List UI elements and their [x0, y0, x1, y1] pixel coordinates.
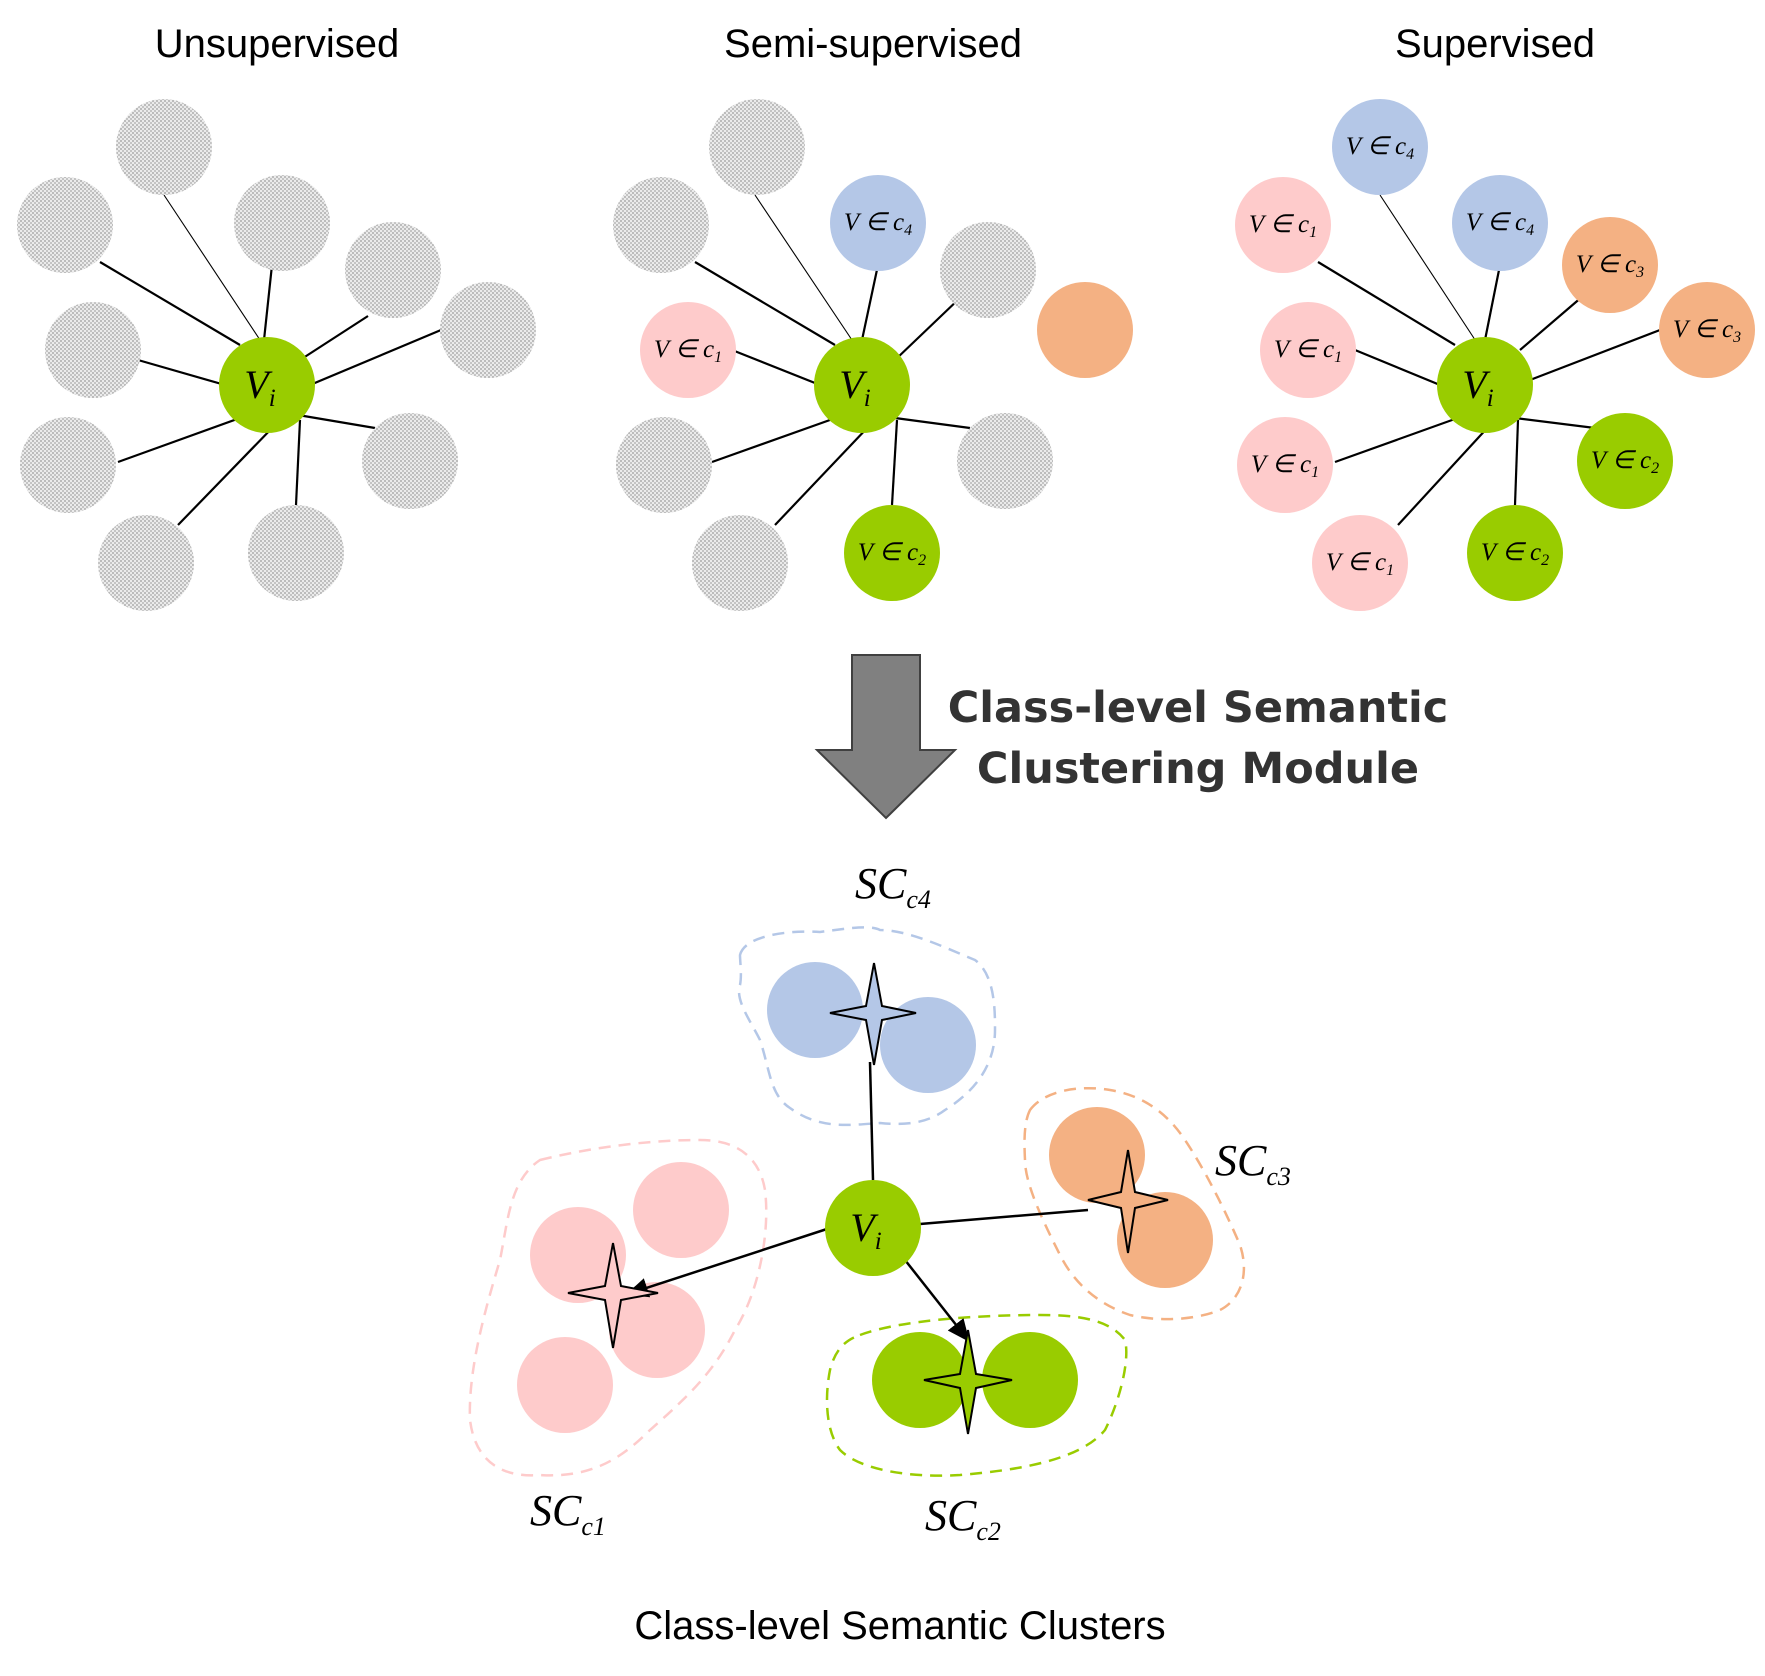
node-class-c3: [1562, 217, 1658, 313]
edge-to-centroid-c3: [919, 1208, 1089, 1226]
node-class-c4-label: V ∈ c4: [844, 209, 912, 239]
supervised-title: Supervised: [1395, 22, 1595, 66]
unlabeled-node: [98, 515, 194, 611]
unlabeled-node: [613, 177, 709, 273]
cluster-node-c1: [517, 1337, 613, 1433]
cluster-label-c4: SCc4: [855, 859, 931, 914]
node-class-c1: [1235, 177, 1331, 273]
centroid-star-c1-icon: [567, 1242, 659, 1349]
down-arrow-icon: [814, 654, 958, 820]
node-class-c2: [844, 505, 940, 601]
center-node-label: Vi: [1462, 362, 1493, 412]
node-class-c1: [1260, 302, 1356, 398]
node-class-c3-unlinked: [1037, 282, 1133, 378]
cluster-node-c1: [530, 1207, 626, 1303]
cluster-boundary-c4: [737, 926, 997, 1127]
node-class-c4: [1452, 175, 1548, 271]
cluster-boundary-c1: [468, 1138, 768, 1477]
cluster-node-c2: [982, 1332, 1078, 1428]
unlabeled-node: [248, 505, 344, 601]
unlabeled-node: [692, 515, 788, 611]
unlabeled-node: [345, 222, 441, 318]
cluster-label-c3: SCc3: [1215, 1136, 1291, 1191]
center-node: [219, 337, 315, 433]
cluster-node-c4: [880, 997, 976, 1093]
center-node: [814, 337, 910, 433]
node-class-c1: [1237, 417, 1333, 513]
semi-supervised-graph: V ∈ c4 V ∈ c1 V ∈ c2 Vi: [613, 99, 1133, 611]
node-class-c1: [640, 302, 736, 398]
cluster-node-c1: [609, 1282, 705, 1378]
cluster-node-c3: [1117, 1192, 1213, 1288]
node-class-c3-label: V ∈ c3: [1576, 251, 1644, 281]
cluster-node-c2: [872, 1332, 968, 1428]
semi-supervised-title: Semi-supervised: [724, 22, 1022, 66]
node-class-c1-label: V ∈ c1: [1251, 451, 1319, 481]
cluster-label-c2: SCc2: [925, 1491, 1001, 1546]
cluster-node-c4: [767, 962, 863, 1058]
center-node: [1437, 337, 1533, 433]
unlabeled-node: [116, 99, 212, 195]
cluster-node-c3: [1049, 1107, 1145, 1203]
node-class-c2: [1467, 505, 1563, 601]
centroid-star-c2-icon: [923, 1329, 1013, 1435]
unlabeled-node: [45, 302, 141, 398]
center-node-label: Vi: [850, 1205, 881, 1255]
semantic-clusters: Vi SCc4 SCc3 SCc1 SCc2: [468, 859, 1291, 1546]
cluster-label-c1: SCc1: [530, 1486, 606, 1541]
supervised-graph: V ∈ c4 V ∈ c1 V ∈ c4 V ∈ c3 V ∈ c1 V ∈ c…: [1235, 99, 1755, 611]
unlabeled-node: [234, 175, 330, 271]
unlabeled-node: [17, 177, 113, 273]
node-class-c2-label: V ∈ c2: [858, 539, 926, 569]
unlabeled-node: [20, 417, 116, 513]
edge-to-centroid-c2: [904, 1259, 970, 1342]
centroid-star-c4-icon: [829, 962, 917, 1066]
center-node-label: Vi: [839, 362, 870, 412]
unlabeled-node: [957, 413, 1053, 509]
figure-caption: Class-level Semantic Clusters: [634, 1604, 1165, 1648]
module-label-line2: Clustering Module: [977, 744, 1419, 794]
unlabeled-node: [940, 222, 1036, 318]
unlabeled-node: [709, 99, 805, 195]
cluster-boundary-c2: [825, 1313, 1128, 1477]
node-class-c1-label: V ∈ c1: [1326, 549, 1394, 579]
node-class-c2-label: V ∈ c2: [1591, 447, 1659, 477]
edge-to-centroid-c1: [625, 1226, 831, 1298]
cluster-boundary-c3: [1023, 1086, 1246, 1321]
node-class-c4: [1332, 99, 1428, 195]
node-class-c2: [1577, 413, 1673, 509]
node-class-c1-label: V ∈ c1: [654, 336, 722, 366]
center-node-label: Vi: [244, 362, 275, 412]
unsupervised-title: Unsupervised: [155, 22, 400, 66]
unlabeled-node: [440, 282, 536, 378]
center-node: [825, 1180, 921, 1276]
node-class-c1-label: V ∈ c1: [1249, 211, 1317, 241]
unlabeled-node: [362, 413, 458, 509]
centroid-star-c3-icon: [1087, 1149, 1169, 1254]
node-class-c1-label: V ∈ c1: [1274, 336, 1342, 366]
edge-to-centroid-c4: [868, 1061, 875, 1181]
node-class-c3-label: V ∈ c3: [1673, 316, 1741, 346]
node-class-c2-label: V ∈ c2: [1481, 539, 1549, 569]
node-class-c1: [1312, 515, 1408, 611]
cluster-node-c1: [633, 1162, 729, 1258]
module-label-line1: Class-level Semantic: [948, 683, 1449, 733]
node-class-c3: [1659, 282, 1755, 378]
node-class-c4: [830, 175, 926, 271]
unsupervised-graph: Vi: [17, 99, 536, 611]
unlabeled-node: [616, 417, 712, 513]
node-class-c4-label: V ∈ c4: [1466, 209, 1534, 239]
node-class-c4-label: V ∈ c4: [1346, 133, 1414, 163]
